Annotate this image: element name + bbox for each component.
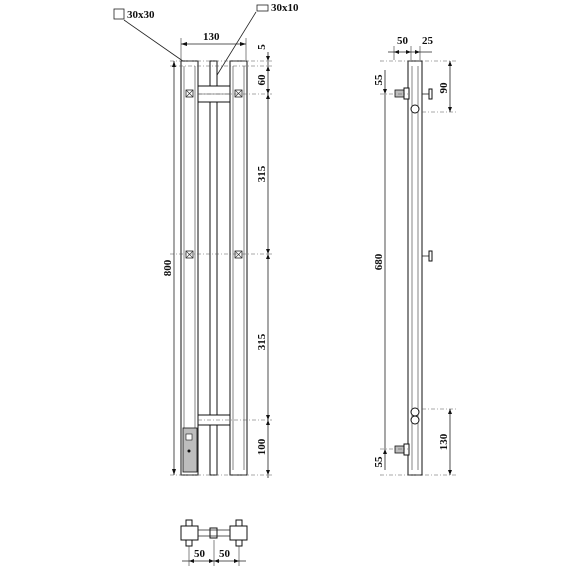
dim-side-depth: 50 [397, 35, 409, 47]
dim-side-top-span: 90 [438, 82, 450, 94]
profile-label-small-text: 30x10 [271, 2, 299, 14]
dim-front-width: 130 [203, 31, 220, 43]
dim-top-right: 50 [219, 548, 231, 560]
top-view-right-bar [229, 525, 248, 541]
dim-front-mid-lower: 315 [256, 333, 268, 350]
dim-top-left: 50 [194, 548, 206, 560]
dim-front-top-mount: 60 [256, 74, 268, 86]
dim-front-bottom: 100 [256, 438, 268, 455]
mount-point-mid-right [234, 250, 243, 259]
right-bar [229, 60, 248, 476]
dim-side-bottom-span: 130 [438, 433, 450, 450]
dim-side-length: 680 [373, 253, 385, 270]
dim-front-top-gap: 5 [256, 44, 268, 50]
mount-point-top-left [185, 89, 194, 98]
top-view: 50 50 [180, 519, 248, 566]
front-view: 130 800 5 60 315 315 100 [162, 31, 272, 478]
dim-side-bottom-offset: 55 [373, 456, 385, 468]
top-view-middle-bar [209, 527, 218, 539]
middle-bar [209, 60, 218, 476]
dim-side-top-offset: 55 [373, 74, 385, 86]
left-bar [180, 60, 199, 476]
side-view: 50 25 55 680 55 90 130 [373, 35, 456, 476]
profile-label-large: 30x30 [113, 8, 191, 67]
dim-front-mid-upper: 315 [256, 165, 268, 182]
side-mid-mount [428, 250, 433, 262]
top-view-left-bar [180, 525, 199, 541]
dim-side-offset: 25 [422, 35, 434, 47]
profile-label-large-text: 30x30 [127, 9, 155, 21]
profile-label-small: 30x10 [213, 2, 299, 81]
mount-point-top-right [234, 89, 243, 98]
dim-front-height: 800 [162, 259, 174, 276]
mount-point-mid-left [185, 250, 194, 259]
side-bar [407, 60, 423, 476]
